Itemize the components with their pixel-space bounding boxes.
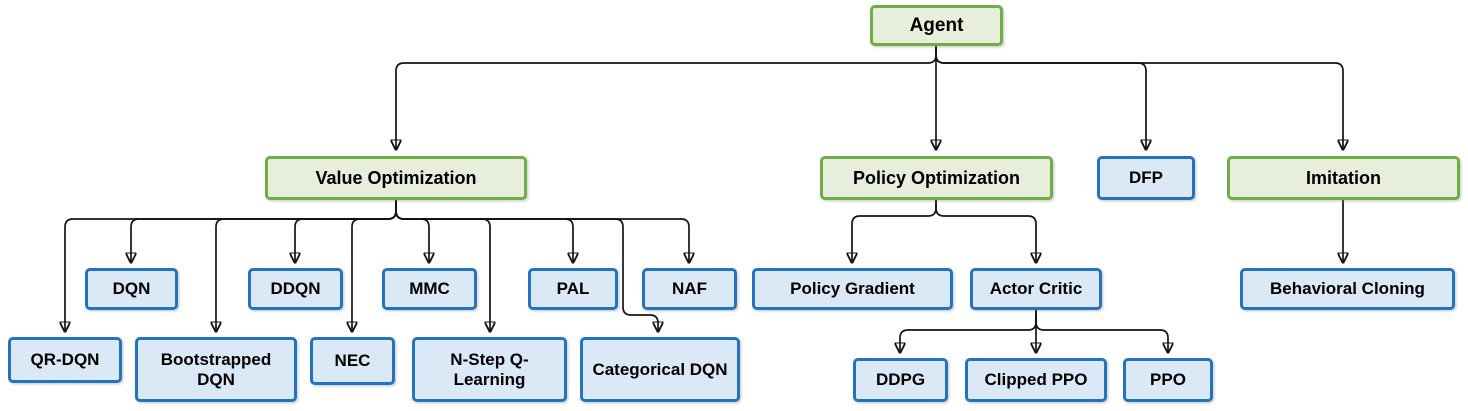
- node-ddqn: DDQN: [248, 268, 343, 310]
- node-actor-critic: Actor Critic: [970, 268, 1102, 310]
- node-policy-gradient-label: Policy Gradient: [790, 279, 915, 299]
- node-ppo-label: PPO: [1150, 370, 1186, 390]
- node-pal-label: PAL: [556, 279, 590, 299]
- node-policy-gradient: Policy Gradient: [752, 268, 953, 310]
- node-nec-label: NEC: [334, 351, 371, 371]
- edge-valueopt-nec: [352, 200, 397, 332]
- node-dfp-label: DFP: [1129, 168, 1163, 188]
- node-clipped-ppo-label: Clipped PPO: [984, 370, 1088, 390]
- edge-agent-dfp: [935, 46, 1146, 150]
- node-mmc: MMC: [382, 268, 477, 310]
- edge-valueopt-mmc: [395, 200, 429, 263]
- node-bootstrapped-dqn-label: Bootstrapped DQN: [160, 349, 272, 389]
- node-naf-label: NAF: [672, 279, 707, 299]
- edge-policyopt-policy-gradient: [852, 200, 937, 263]
- node-ddpg: DDPG: [853, 358, 948, 402]
- node-qr-dqn-label: QR-DQN: [30, 350, 100, 370]
- node-behavioral-cloning-label: Behavioral Cloning: [1270, 279, 1425, 299]
- edge-valueopt-ddqn: [295, 200, 397, 263]
- node-dfp: DFP: [1097, 156, 1195, 200]
- node-policy-optimization: Policy Optimization: [820, 156, 1053, 200]
- edge-policyopt-actor-critic: [935, 200, 1036, 263]
- node-dqn-label: DQN: [112, 279, 151, 299]
- node-categorical-dqn-label: Categorical DQN: [592, 359, 728, 379]
- node-n-step-q-learning-label: N-Step Q-Learning: [450, 349, 529, 389]
- node-agent-label: Agent: [909, 14, 964, 36]
- edge-valueopt-dqn: [131, 200, 397, 263]
- node-pal: PAL: [528, 268, 618, 310]
- node-n-step-q-learning: N-Step Q-Learning: [412, 337, 567, 402]
- edge-valueopt-pal: [395, 200, 573, 263]
- node-agent: Agent: [870, 5, 1003, 46]
- node-naf: NAF: [642, 268, 737, 310]
- node-dqn: DQN: [85, 268, 178, 310]
- node-ddpg-label: DDPG: [875, 370, 926, 390]
- node-value-optimization-label: Value Optimization: [315, 167, 477, 188]
- node-imitation: Imitation: [1227, 156, 1460, 200]
- edge-actorcritic-ppo: [1035, 310, 1168, 353]
- node-actor-critic-label: Actor Critic: [989, 279, 1083, 299]
- node-value-optimization: Value Optimization: [265, 156, 527, 200]
- node-ddqn-label: DDQN: [270, 279, 321, 299]
- edge-actorcritic-ddpg: [900, 310, 1037, 353]
- node-clipped-ppo: Clipped PPO: [965, 358, 1107, 402]
- node-categorical-dqn: Categorical DQN: [580, 337, 740, 402]
- edge-valueopt-naf: [395, 200, 689, 263]
- node-bootstrapped-dqn: Bootstrapped DQN: [135, 337, 297, 402]
- node-ppo: PPO: [1123, 358, 1213, 402]
- edge-agent-imitation: [935, 46, 1343, 150]
- node-behavioral-cloning: Behavioral Cloning: [1240, 268, 1455, 310]
- node-imitation-label: Imitation: [1306, 167, 1381, 188]
- node-mmc-label: MMC: [409, 279, 450, 299]
- node-qr-dqn: QR-DQN: [8, 337, 122, 383]
- node-nec: NEC: [310, 337, 395, 385]
- edge-agent-value-optimization: [396, 46, 937, 150]
- node-policy-optimization-label: Policy Optimization: [852, 167, 1021, 188]
